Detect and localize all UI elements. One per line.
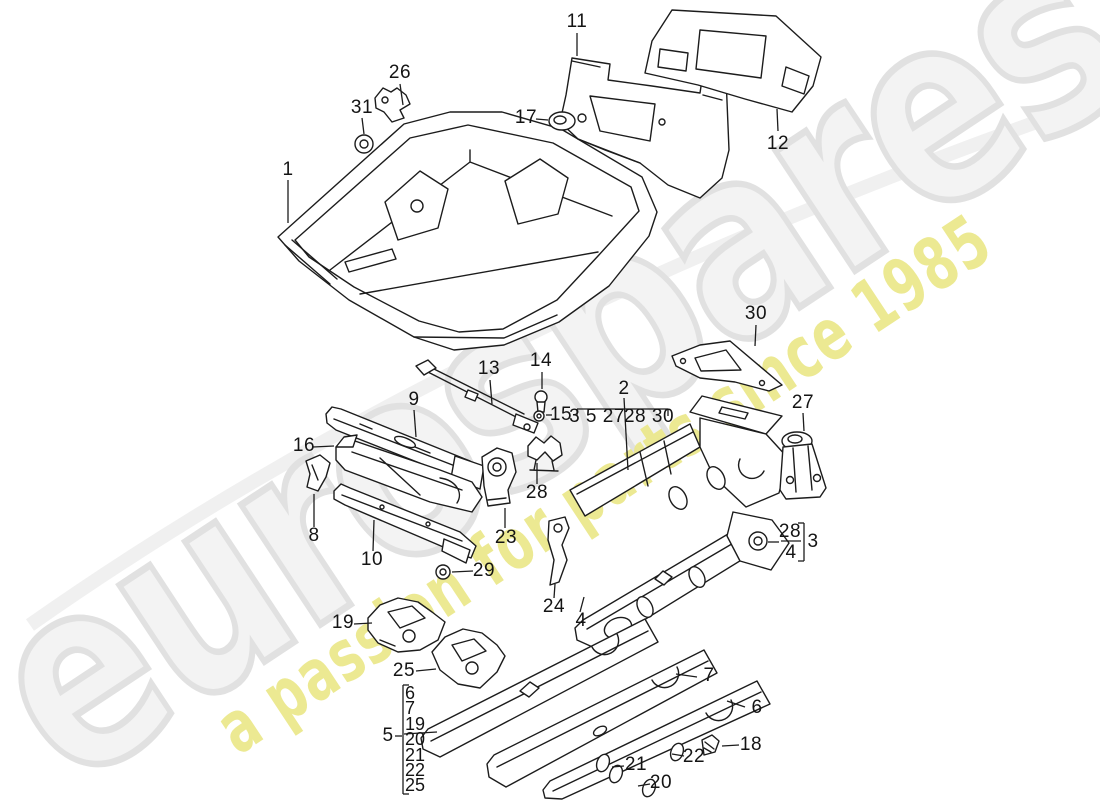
callout-26: 26 bbox=[388, 62, 412, 83]
callout-28-clamp: 28 bbox=[525, 482, 549, 503]
part-12-upper-panel-drawing bbox=[644, 9, 822, 113]
small-fasteners-drawing bbox=[595, 734, 720, 798]
part-15-nut-drawing bbox=[533, 410, 545, 422]
callout-4-group-bottom: 4 bbox=[785, 542, 797, 563]
part-13-brace-rod-drawing bbox=[415, 359, 539, 434]
callout-28-group-top: 28 bbox=[778, 521, 802, 542]
callout-1: 1 bbox=[282, 159, 294, 180]
part-4-inner-member-drawing bbox=[574, 511, 790, 650]
part-19-bracket-drawing bbox=[367, 597, 446, 653]
stack-item-21: 21 bbox=[405, 744, 426, 765]
part-11-firewall-drawing bbox=[559, 57, 730, 199]
callout-10: 10 bbox=[360, 549, 384, 570]
part-31-grommet-drawing bbox=[354, 134, 374, 154]
part-25-bracket-drawing bbox=[431, 628, 506, 689]
part-9-cowl-drawing bbox=[325, 406, 485, 490]
callout-2-group-right: 28 30 bbox=[623, 406, 675, 427]
callout-20: 20 bbox=[649, 772, 673, 793]
callout-23: 23 bbox=[494, 527, 518, 548]
part-14-bolt-drawing bbox=[534, 390, 548, 413]
callout-17: 17 bbox=[514, 107, 538, 128]
watermark-swoosh bbox=[25, 103, 1073, 631]
callout-4-member: 4 bbox=[575, 610, 587, 631]
callout-8: 8 bbox=[308, 525, 320, 546]
part-23-bracket-drawing bbox=[481, 447, 517, 507]
callout-16: 16 bbox=[292, 435, 316, 456]
stack-item-7: 7 bbox=[405, 698, 416, 719]
part-8-bracket-drawing bbox=[305, 454, 331, 492]
callout-29: 29 bbox=[472, 560, 496, 581]
callout-27: 27 bbox=[791, 392, 815, 413]
part-16-tray-drawing bbox=[335, 434, 483, 513]
part-27-mount-drawing bbox=[779, 431, 827, 500]
callout-30: 30 bbox=[744, 303, 768, 324]
stack-item-6: 6 bbox=[405, 683, 416, 703]
part-2-side-member-drawing bbox=[569, 395, 789, 517]
stack-item-25: 25 bbox=[405, 775, 426, 796]
part-29-nut-drawing bbox=[435, 564, 451, 580]
part-28-clamp-drawing bbox=[527, 435, 563, 472]
leader-lines bbox=[287, 33, 805, 795]
callout-31: 31 bbox=[350, 97, 374, 118]
part-24-strip-drawing bbox=[547, 516, 570, 586]
stack-item-22: 22 bbox=[405, 760, 426, 781]
callout-24: 24 bbox=[542, 596, 566, 617]
callout-7: 7 bbox=[703, 665, 715, 686]
callout-22: 22 bbox=[682, 746, 706, 767]
part-30-support-drawing bbox=[671, 340, 783, 392]
part-10-sill-strip-drawing bbox=[333, 483, 477, 564]
part-17-grommet-drawing bbox=[548, 111, 576, 131]
part-1-front-frame-drawing bbox=[277, 111, 658, 351]
part-26-bracket-drawing bbox=[374, 87, 411, 123]
callout-11: 11 bbox=[566, 11, 588, 32]
callout-6: 6 bbox=[751, 697, 763, 718]
stack-item-19: 19 bbox=[405, 713, 426, 734]
part-drawings bbox=[277, 9, 827, 800]
callout-3-group-result: 3 bbox=[807, 531, 819, 552]
callout-5-group-items: 6 7 19 20 21 22 25 bbox=[405, 683, 426, 796]
callout-12: 12 bbox=[766, 133, 790, 154]
callout-2-group-parent: 2 bbox=[618, 378, 630, 399]
callout-14: 14 bbox=[529, 350, 553, 371]
callout-21: 21 bbox=[624, 754, 648, 775]
callout-25: 25 bbox=[392, 660, 416, 681]
stack-item-20: 20 bbox=[405, 729, 426, 750]
callout-2-group-left: 3 5 27 bbox=[569, 406, 625, 427]
callout-5-group-parent: 5 bbox=[382, 725, 394, 746]
callout-18: 18 bbox=[739, 734, 763, 755]
callout-19: 19 bbox=[331, 612, 355, 633]
callout-15: 15 bbox=[549, 404, 573, 425]
callout-9: 9 bbox=[408, 389, 420, 410]
callout-13: 13 bbox=[477, 358, 501, 379]
